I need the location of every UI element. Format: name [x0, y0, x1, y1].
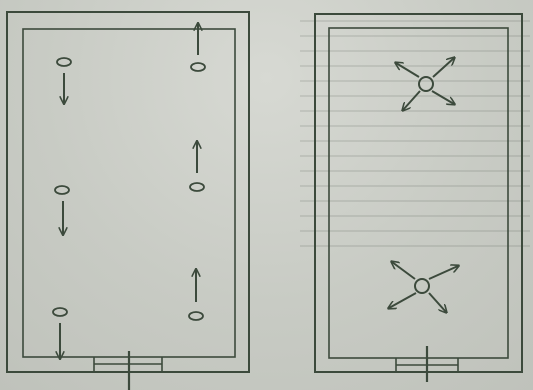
arrow-up-left-icon: [396, 63, 420, 78]
vent-oval: [190, 62, 206, 72]
diffuser-circle: [414, 278, 430, 294]
diffuser-circle: [418, 76, 434, 92]
left-room-outer-wall: [6, 11, 250, 373]
four-way-diffuser-top: [396, 58, 454, 110]
right-room-outer-wall: [314, 13, 523, 373]
vent-oval: [52, 307, 68, 317]
arrow-up-right-icon: [428, 266, 458, 280]
right-room-plan: [314, 13, 523, 382]
left-room-inner-wall: [22, 28, 236, 358]
vent-oval: [56, 57, 72, 67]
arrow-up-left-icon: [392, 262, 416, 280]
arrow-down-right-icon: [431, 90, 454, 104]
left-room-plan: [6, 11, 250, 390]
vent-oval: [188, 311, 204, 321]
right-room-inner-wall: [328, 27, 509, 359]
left-vents: [52, 57, 206, 321]
right-room-doorway: [395, 346, 459, 382]
left-airflow-arrows: [60, 24, 198, 358]
arrow-down-left-icon: [389, 292, 417, 308]
arrow-down-left-icon: [403, 90, 421, 110]
vent-oval: [189, 182, 205, 192]
left-room-doorway: [93, 351, 163, 390]
vent-oval: [54, 185, 70, 195]
arrow-down-right-icon: [428, 292, 446, 312]
four-way-diffuser-bottom: [389, 262, 458, 312]
arrow-up-right-icon: [432, 58, 454, 78]
